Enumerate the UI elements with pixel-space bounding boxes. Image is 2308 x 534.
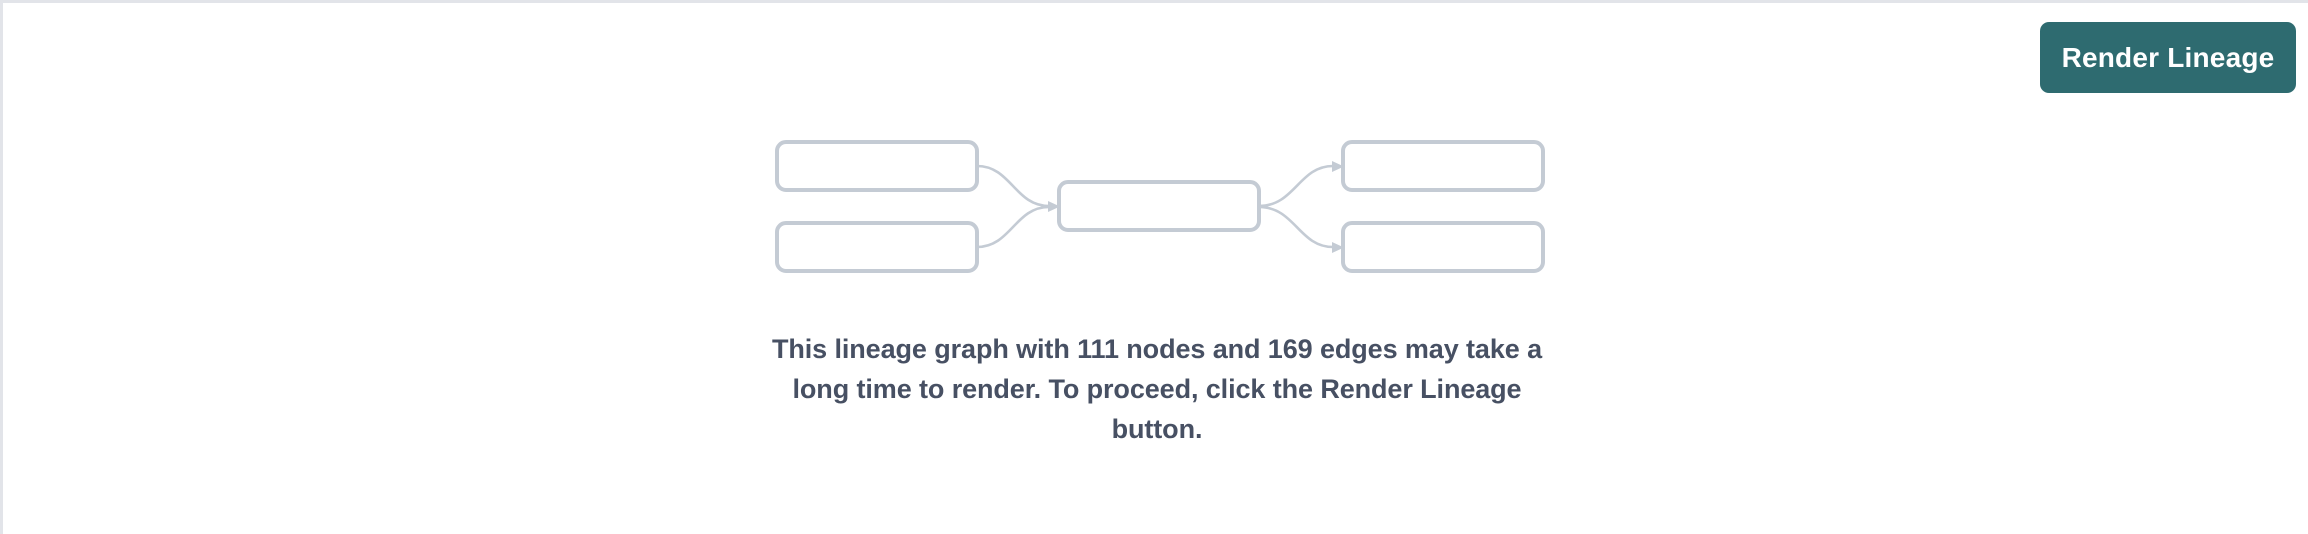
lineage-graph-svg xyxy=(775,140,1545,273)
ghost-node-upstream-1 xyxy=(775,140,979,192)
ghost-node-center-1 xyxy=(1057,180,1261,232)
arrow-head-into-center xyxy=(1048,201,1060,212)
edge-center-to-downstream-1 xyxy=(1258,164,1334,208)
render-lineage-button[interactable]: Render Lineage xyxy=(2040,22,2296,93)
edge-center-to-downstream-2 xyxy=(1258,205,1334,249)
edge-upstream-2-to-center xyxy=(976,205,1050,249)
lineage-warning-message: This lineage graph with 111 nodes and 16… xyxy=(771,334,1542,444)
edge-upstream-1-to-center xyxy=(976,164,1050,208)
arrow-head-into-downstream-1 xyxy=(1332,161,1344,172)
ghost-node-upstream-2 xyxy=(775,221,979,273)
ghost-node-downstream-1 xyxy=(1341,140,1545,192)
ghost-node-downstream-2 xyxy=(1341,221,1545,273)
arrow-head-into-downstream-2 xyxy=(1332,242,1344,253)
lineage-graph-placeholder xyxy=(3,3,2308,534)
